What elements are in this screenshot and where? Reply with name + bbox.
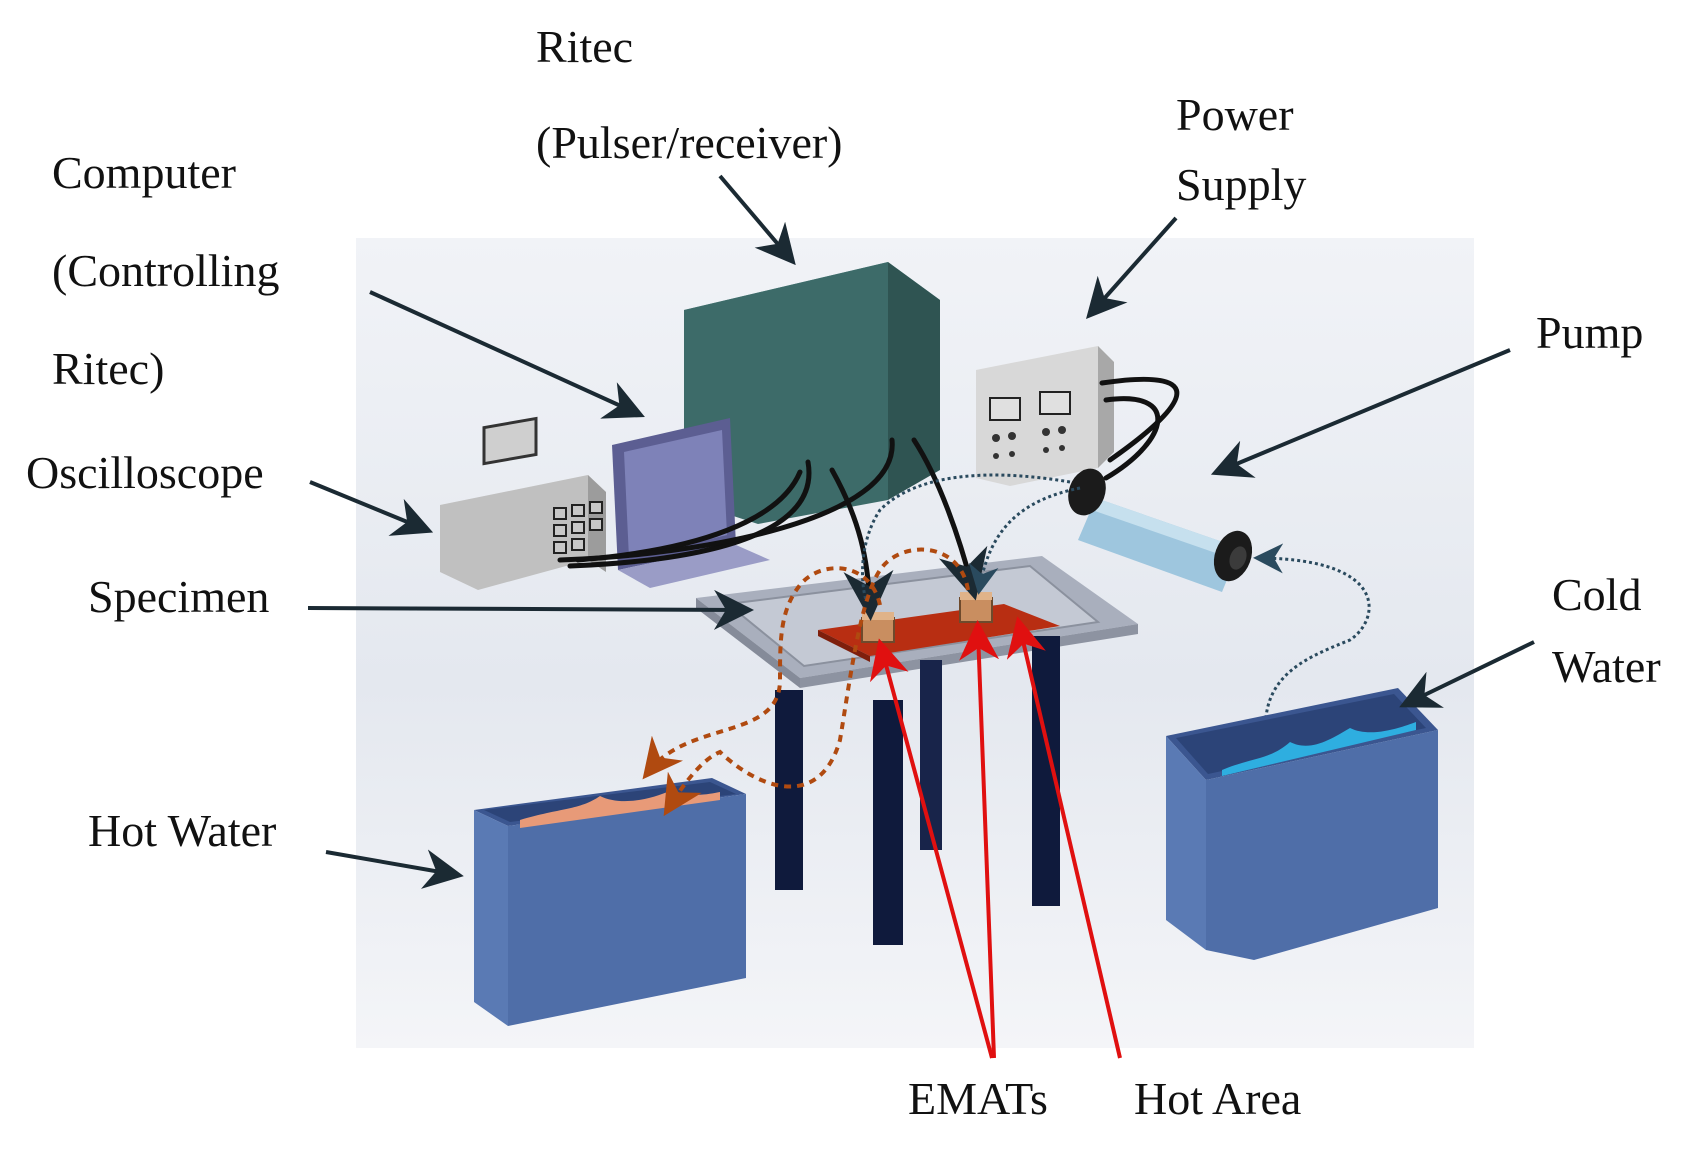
arrow-ritec [718,174,796,266]
hose-pump-to-specimen [861,473,1071,601]
arrow-hot-area [1006,616,1122,1059]
arrow-oscilloscope [309,480,434,536]
label-pulser-receiver: (Pulser/receiver) [536,117,843,168]
cold-water-tank [1166,688,1438,960]
label-emats: EMATs [908,1073,1048,1124]
label-hot-water: Hot Water [88,805,277,856]
hot-water-tank [474,778,746,1026]
label-cold: Cold [1552,569,1642,620]
label-supply: Supply [1176,159,1307,210]
ritec-box [684,262,940,524]
power-supply-device [976,346,1114,486]
label-power: Power [1176,89,1294,140]
arrow-hot-water [325,849,464,889]
arrow-pump [1210,348,1511,478]
arrow-emat-1 [869,638,994,1059]
hose-coldwater-to-pump [1253,543,1371,761]
oscilloscope-device [440,416,606,590]
arrow-emat-2 [959,620,1000,1059]
label-water: Water [1552,641,1661,692]
label-controlling: (Controlling [52,245,280,296]
label-ritec-close: Ritec) [52,343,165,394]
arrow-computer [369,290,645,419]
label-pump: Pump [1536,307,1644,358]
cable-to-emat-1 [829,467,894,621]
signal-cables [557,376,1180,569]
arrow-power-supply [1086,216,1178,319]
arrow-specimen [307,589,754,630]
label-hot-area: Hot Area [1134,1073,1302,1124]
label-ritec: Ritec [536,21,634,72]
label-oscilloscope: Oscilloscope [26,447,264,498]
arrow-cold-water [1399,640,1535,708]
hot-flow-path-1 [642,566,882,780]
laptop [612,418,770,588]
label-specimen: Specimen [88,571,270,622]
hot-flow-path-2 [663,547,970,817]
pump-device [1068,468,1253,592]
hose-pump-to-emat [968,486,1081,595]
cable-to-emat-2 [911,437,988,601]
label-computer: Computer [52,147,236,198]
